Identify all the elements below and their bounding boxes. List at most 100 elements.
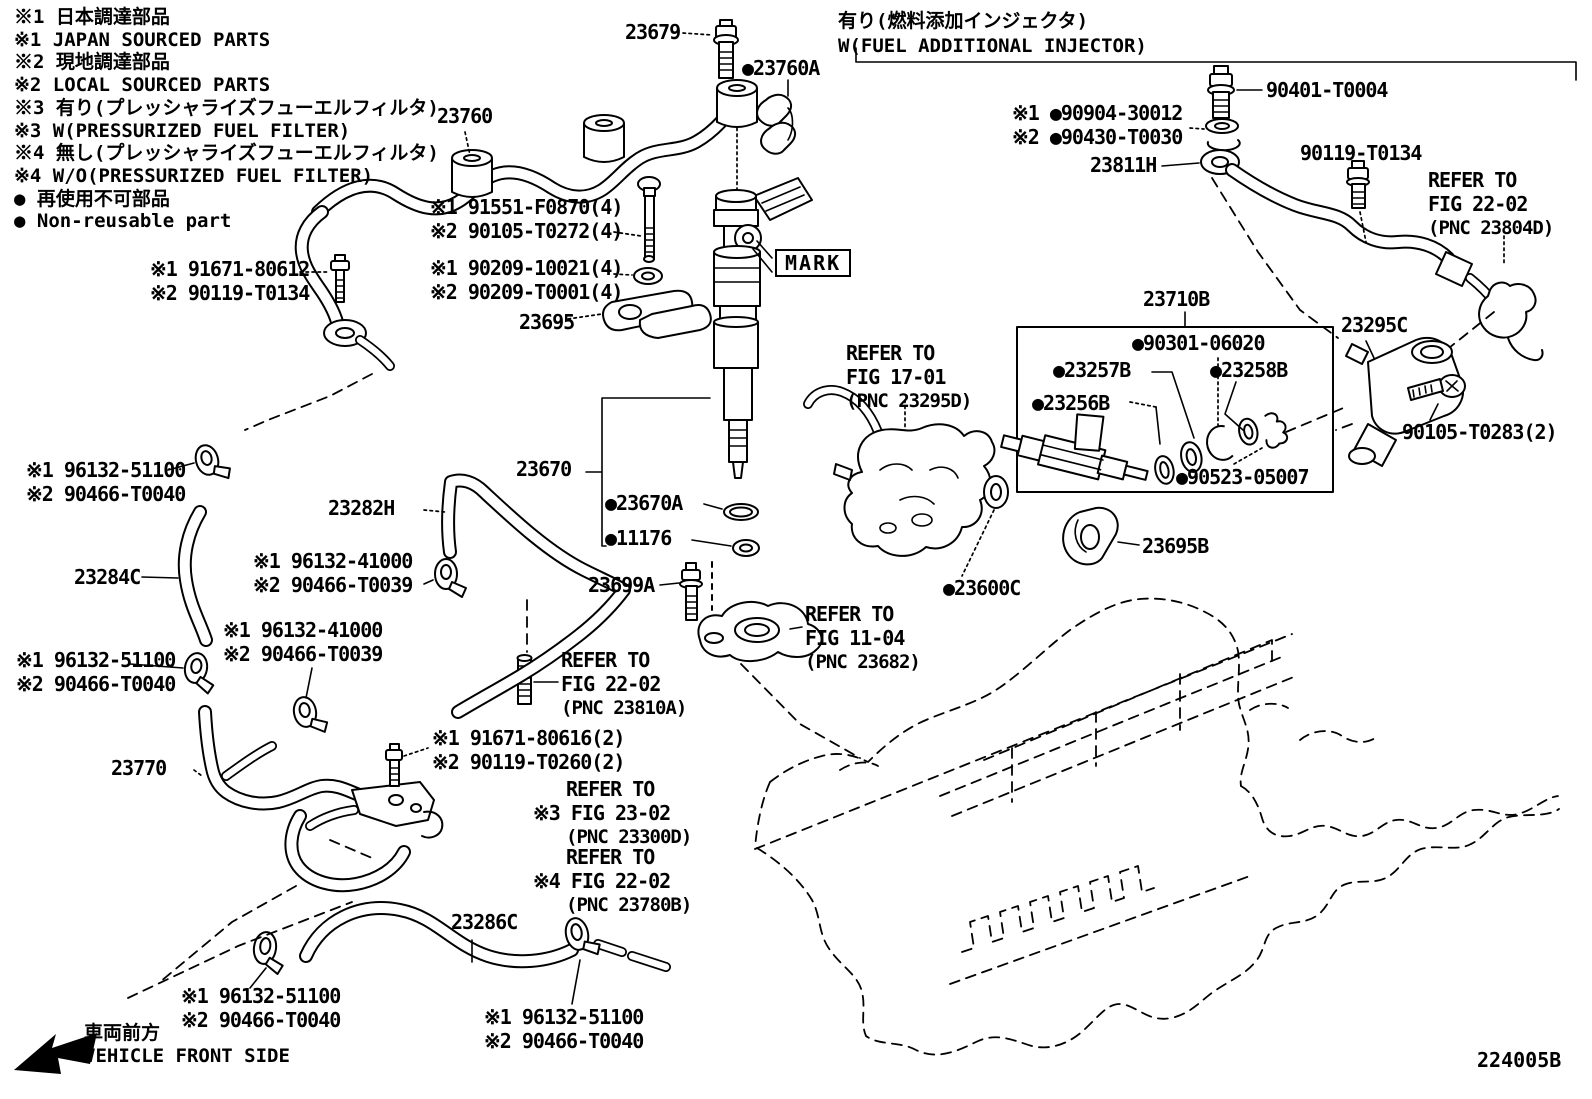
label-96132-41000-2: ※1 96132-41000 — [223, 618, 383, 642]
ref-line: (PNC 23810A) — [561, 697, 687, 719]
fuel-rail-23760 — [244, 79, 758, 431]
label-23256b: ●23256B — [1032, 391, 1110, 415]
footer-jp: 車両前方 — [84, 1022, 161, 1044]
label-23295c: 23295C — [1341, 313, 1408, 337]
ref-line: FIG 22-02 — [1428, 192, 1528, 216]
ref-line: FIG 22-02 — [561, 672, 661, 696]
section-bracket-line — [855, 47, 1577, 81]
label-11176: ●11176 — [605, 526, 672, 550]
label-23257b: ●23257B — [1053, 358, 1131, 382]
ref-line: REFER TO — [1428, 168, 1517, 192]
label-90466-t0040-4: ※2 90466-T0040 — [484, 1029, 644, 1053]
label-23282h: 23282H — [328, 496, 395, 520]
label-23695b: 23695B — [1142, 534, 1209, 558]
label-23670: 23670 — [516, 457, 572, 481]
label-96132-41000-1: ※1 96132-41000 — [253, 549, 413, 573]
injector-23670 — [713, 177, 813, 479]
section-note-en: W(FUEL ADDITIONAL INJECTOR) — [838, 35, 1147, 57]
footer-en: VEHICLE FRONT SIDE — [84, 1045, 290, 1067]
label-90209-t0001: ※2 90209-T0001(4) — [430, 280, 623, 304]
clip-23760a — [756, 79, 796, 155]
ref-line: REFER TO — [846, 341, 935, 365]
ref-line: (PNC 23804D) — [1428, 217, 1554, 239]
legend-line: ※2 現地調達部品 — [14, 51, 170, 74]
label-90105-t0272: ※2 90105-T0272(4) — [430, 219, 623, 243]
ref-line: REFER TO — [566, 845, 655, 869]
mark-callout: MARK — [775, 249, 852, 277]
legend: ※1 日本調達部品 ※1 JAPAN SOURCED PARTS ※2 現地調達… — [14, 6, 439, 233]
legend-line: ※4 W/O(PRESSURIZED FUEL FILTER) — [14, 164, 374, 187]
ref-line: FIG 17-01 — [846, 365, 946, 389]
ref-fig22-02-23810a: REFER TO FIG 22-02 (PNC 23810A) — [561, 648, 687, 720]
vehicle-front-arrow — [14, 1033, 97, 1074]
pipe-23770-assembly — [159, 705, 444, 983]
legend-line: ● 再使用不可部品 — [14, 187, 170, 210]
label-23699a: 23699A — [588, 573, 655, 597]
legend-line: ※1 JAPAN SOURCED PARTS — [14, 28, 271, 51]
ref-fig11-04-23682: REFER TO FIG 11-04 (PNC 23682) — [805, 602, 921, 674]
label-96132-51100-4: ※1 96132-51100 — [484, 1005, 644, 1029]
label-23258b: ●23258B — [1210, 358, 1288, 382]
label-91671-80612: ※1 91671-80612 — [150, 257, 310, 281]
legend-line: ● Non-reusable part — [14, 210, 232, 233]
label-90466-t0039-1: ※2 90466-T0039 — [253, 573, 413, 597]
ref-fig17-01-23295d: REFER TO FIG 17-01 (PNC 23295D) — [846, 341, 972, 413]
label-90904-30012: ※1 ●90904-30012 — [1012, 101, 1183, 125]
legend-line: ※4 無し(プレッシャライズフューエルフィルタ) — [14, 142, 439, 165]
label-90523-05007: ●90523-05007 — [1176, 465, 1309, 489]
legend-line: ※3 有り(プレッシャライズフューエルフィルタ) — [14, 96, 439, 119]
hose-23286c — [127, 901, 671, 1005]
label-23760a: ●23760A — [742, 56, 820, 80]
bolt-23679 — [682, 19, 739, 79]
legend-line: ※3 W(PRESSURIZED FUEL FILTER) — [14, 119, 351, 142]
label-23670a: ●23670A — [605, 491, 683, 515]
injector-lower-parts — [516, 397, 861, 759]
ref-fig22-02-23780b: REFER TO ※4 FIG 22-02 (PNC 23780B) — [533, 845, 692, 917]
label-96132-51100-1: ※1 96132-51100 — [26, 458, 186, 482]
clamp-23695 — [567, 289, 712, 339]
ref-fig23-02-23300d: REFER TO ※3 FIG 23-02 (PNC 23300D) — [533, 777, 692, 849]
engine-block-outline — [754, 597, 1560, 1056]
ref-line: REFER TO — [566, 777, 655, 801]
label-23811h: 23811H — [1090, 153, 1157, 177]
ref-line: (PNC 23682) — [805, 651, 921, 673]
valve-23295c — [1335, 337, 1466, 467]
pipe-23811h-assembly — [1161, 65, 1544, 362]
left-hoses — [129, 444, 631, 733]
label-90119-t0260: ※2 90119-T0260(2) — [432, 750, 625, 774]
ref-line: (PNC 23780B) — [566, 894, 692, 916]
bolt-91671-80612 — [299, 254, 350, 303]
label-90119-t0134: 90119-T0134 — [1300, 141, 1422, 165]
label-90466-t0039-2: ※2 90466-T0039 — [223, 642, 383, 666]
section-note-jp: 有り(燃料添加インジェクタ) — [838, 10, 1089, 32]
parts-box-23710b — [1000, 311, 1349, 493]
label-90105-t0283: 90105-T0283(2) — [1402, 420, 1558, 444]
ref-line: REFER TO — [805, 602, 894, 626]
ref-line: ※3 FIG 23-02 — [533, 801, 671, 825]
ref-line: (PNC 23295D) — [846, 390, 972, 412]
label-90466-t0040-3: ※2 90466-T0040 — [181, 1008, 341, 1032]
label-90466-t0040-2: ※2 90466-T0040 — [16, 672, 176, 696]
label-96132-51100-2: ※1 96132-51100 — [16, 648, 176, 672]
label-90430-t0030: ※2 ●90430-T0030 — [1012, 125, 1183, 149]
label-91671-80616: ※1 91671-80616(2) — [432, 726, 625, 750]
ref-line: FIG 11-04 — [805, 626, 905, 650]
label-90209-10021: ※1 90209-10021(4) — [430, 256, 623, 280]
bracket-23695b — [1062, 506, 1140, 566]
label-23695: 23695 — [519, 310, 575, 334]
label-23284c: 23284C — [74, 565, 141, 589]
label-23286c: 23286C — [451, 910, 518, 934]
legend-line: ※1 日本調達部品 — [14, 6, 170, 28]
ref-line: REFER TO — [561, 648, 650, 672]
label-23760: 23760 — [437, 104, 493, 128]
label-90301-06020: ●90301-06020 — [1132, 331, 1265, 355]
supply-pump-23600c — [803, 385, 1009, 577]
label-90119-t0134-alt: ※2 90119-T0134 — [150, 281, 310, 305]
ref-line: (PNC 23300D) — [566, 826, 692, 848]
label-90401-t0004: 90401-T0004 — [1266, 78, 1388, 102]
label-23710b: 23710B — [1143, 287, 1210, 311]
label-91551: ※1 91551-F0870(4) — [430, 195, 623, 219]
doc-number: 224005B — [1477, 1048, 1562, 1072]
